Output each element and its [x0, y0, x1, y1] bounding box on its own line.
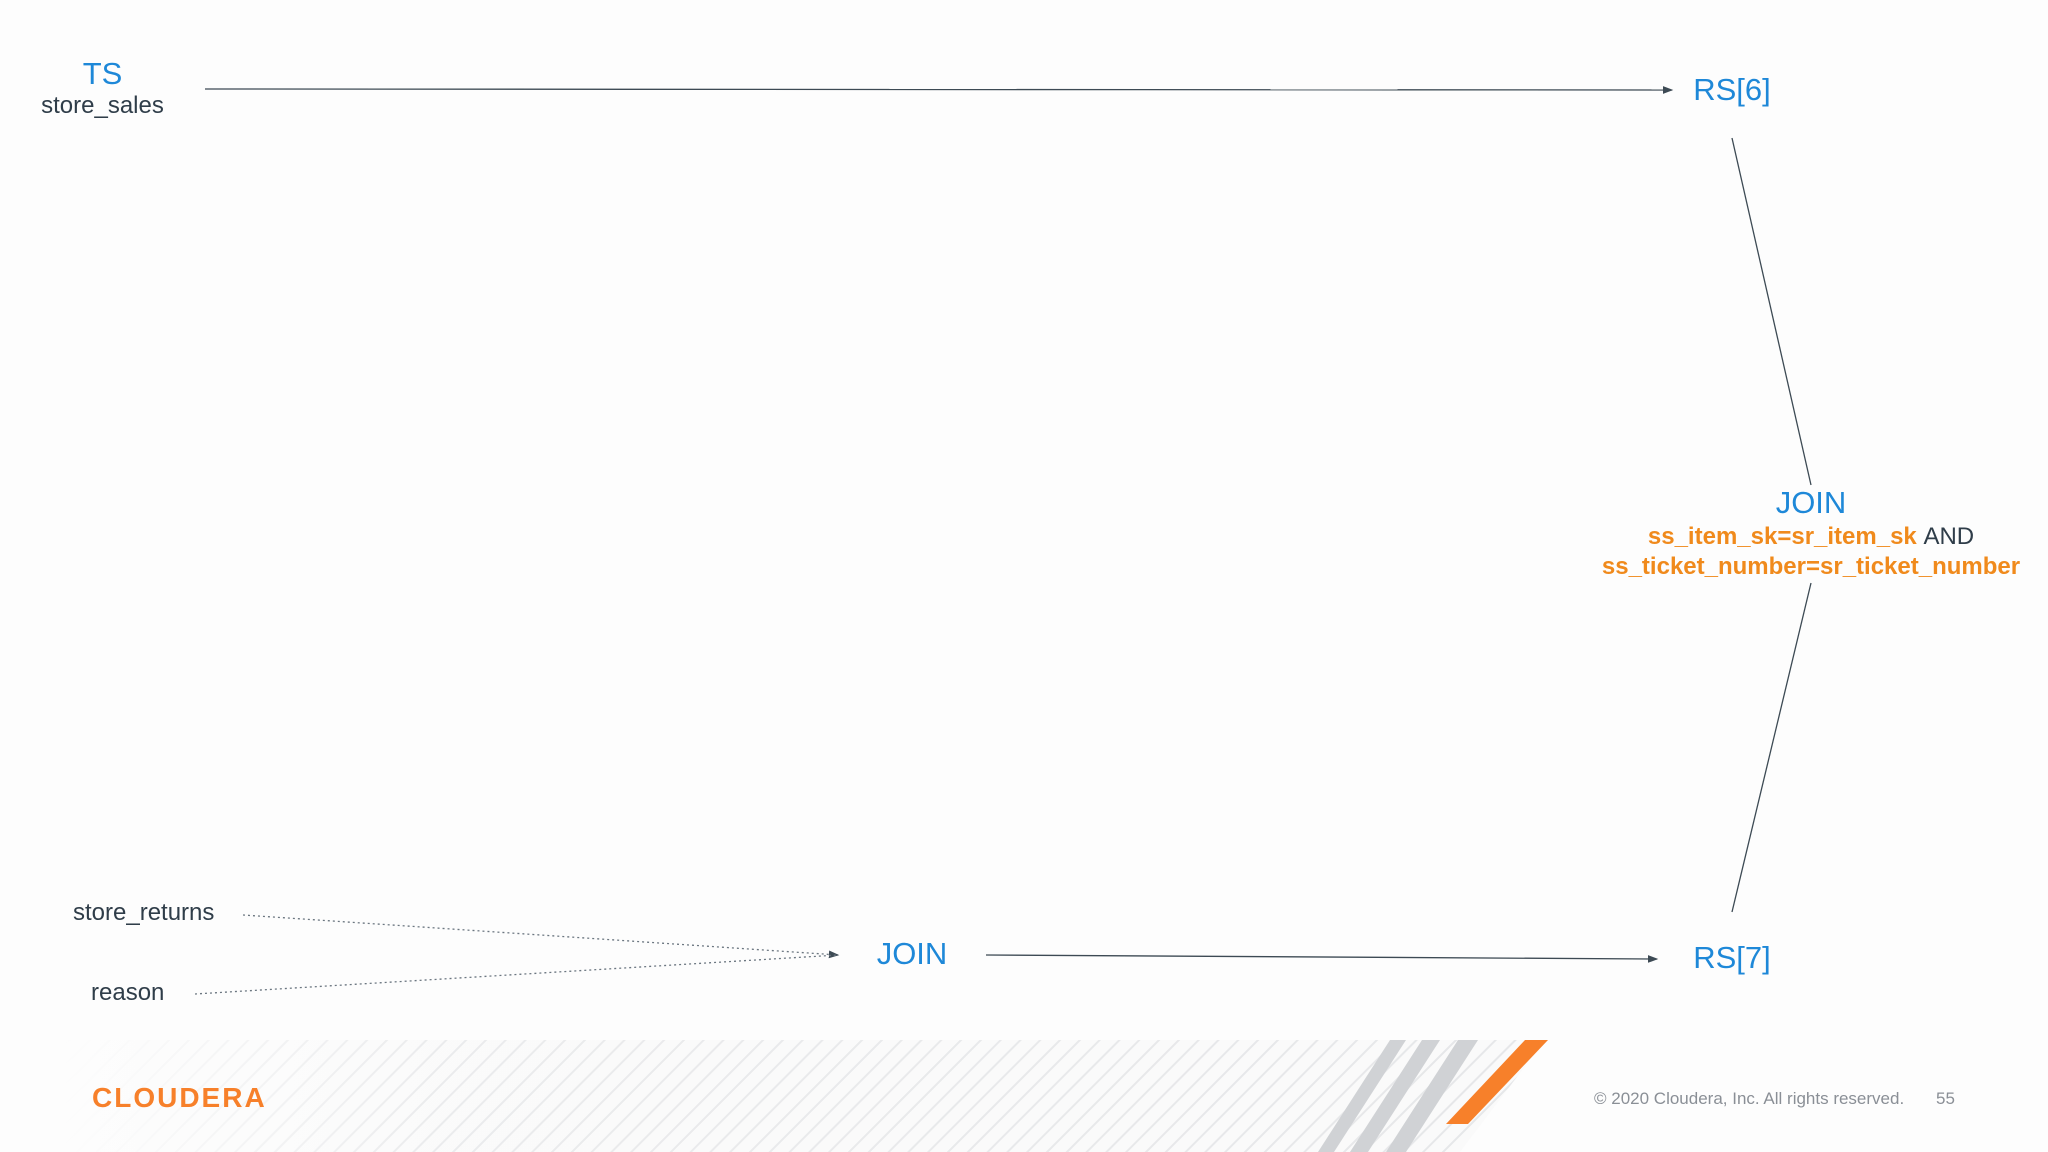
edge-join-rs7: [985, 954, 1659, 963]
join-condition-2: ss_ticket_number=sr_ticket_number: [1601, 553, 2021, 581]
join-condition-1: ss_item_sk=sr_item_sk AND: [1580, 523, 2042, 551]
node-ts-operator: TS: [82, 56, 123, 91]
footer-stripes: [60, 1040, 1548, 1152]
node-join-bottom: JOIN: [852, 936, 972, 972]
node-store-returns: store_returns: [73, 899, 215, 926]
join-condition-and: AND: [1923, 522, 1975, 550]
cloudera-logo: CLOUDERA: [92, 1082, 267, 1113]
page-number: 55: [1936, 1089, 1955, 1108]
join-condition-item: ss_item_sk=sr_item_sk: [1647, 522, 1917, 550]
node-reason: reason: [91, 979, 165, 1006]
edge-reason-join: [194, 954, 839, 995]
node-rs6-operator: RS[6]: [1693, 72, 1771, 107]
node-rs7-operator: RS[7]: [1693, 940, 1771, 975]
node-join-top-operator: JOIN: [1775, 485, 1847, 520]
node-join-bottom-operator: JOIN: [876, 936, 948, 971]
node-ts: TS store_sales: [20, 56, 185, 119]
edge-store-returns-join: [242, 914, 840, 959]
node-rs6: RS[6]: [1672, 72, 1792, 108]
edge-rs6-join: [1731, 137, 1812, 486]
copyright-text: © 2020 Cloudera, Inc. All rights reserve…: [1594, 1089, 1905, 1108]
node-ts-table: store_sales: [41, 91, 164, 119]
edge-rs7-join: [1731, 582, 1812, 913]
node-join-top: JOIN ss_item_sk=sr_item_sk AND ss_ticket…: [1580, 485, 2042, 581]
edge-ts-rs6: [204, 86, 1674, 94]
node-rs7: RS[7]: [1672, 940, 1792, 976]
